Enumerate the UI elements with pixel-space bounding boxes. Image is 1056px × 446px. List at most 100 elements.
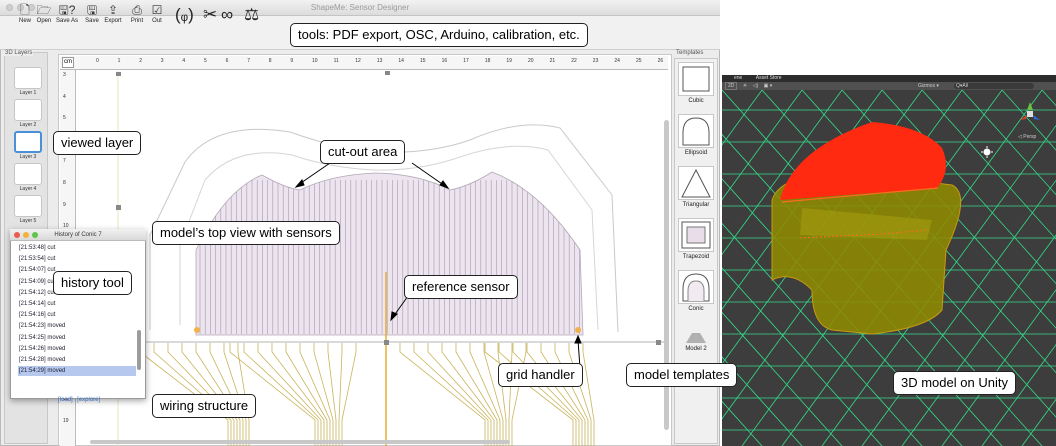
template-model-2[interactable] [684,330,708,349]
callout-model-templates: model templates [626,363,738,387]
template-label-conic: Conic [688,306,704,312]
template-conic[interactable] [678,270,714,304]
grid-handle-left-mid [116,205,121,210]
ruler-left-tick: 19 [63,417,69,424]
ruler-top-tick: 7 [247,58,250,64]
history-row[interactable]: [21:54:07] cut [19,267,56,274]
unity-tab-scene[interactable]: ene [734,75,743,81]
unit-button[interactable]: cm [62,57,74,68]
grid-line [961,90,1056,196]
save-button[interactable]: 🖫 Save [81,3,103,25]
export-button-label: Export [104,18,122,24]
history-row[interactable]: [21:53:48] cut [19,245,56,251]
history-zoom-icon[interactable] [32,232,38,238]
print-button[interactable]: ⎙ Print [126,3,148,25]
history-scrollbar[interactable] [137,330,141,370]
wire [167,343,235,446]
grid-handle-square [384,340,389,345]
ruler-top-tick: 6 [225,58,229,64]
history-load-link[interactable]: [load] [58,397,73,403]
history-window-title: History of Conic 7 [10,229,146,241]
unity-model-inner [800,208,932,240]
unity-lighting-toggle[interactable]: ☀ [742,83,748,89]
history-close-icon[interactable] [14,232,20,238]
new-button[interactable]: 🗋 New [14,3,36,25]
open-button-label: Open [36,18,52,24]
unity-tab-asset-store[interactable]: Asset Store [755,75,782,81]
template-label-model-2: Model 2 [685,346,707,352]
wire [299,343,331,446]
unity-effects-dropdown[interactable]: ▣ ▾ [763,83,773,89]
save-as-button[interactable]: 🖫? Save As [56,3,78,25]
layer-thumb-2[interactable] [14,99,42,121]
unity-persp-label: ◁ Persp [1018,134,1037,140]
layer-thumb-5[interactable] [14,195,42,217]
ruler-top-tick: 1 [117,58,121,64]
ruler-top-tick: 8 [268,58,272,64]
sensor-region [195,171,584,336]
grid-line [722,267,883,446]
wire [497,343,507,446]
out-icon: ☑ [151,3,163,17]
ellipsoid-shape-icon [682,117,710,146]
layer-label-1: Layer 1 [19,90,37,96]
layer-thumb-1[interactable] [14,67,42,89]
wire [582,343,595,446]
wire [338,343,343,446]
history-row[interactable]: [21:54:25] moved [19,334,66,341]
template-label-trapezoid: Trapezoid [682,254,710,260]
ruler-left-tick: 5 [63,115,66,122]
layer-label-2: Layer 2 [19,122,37,128]
layer-thumb-4[interactable] [14,163,42,185]
ruler-top-tick: 26 [657,58,664,64]
infinity-icon[interactable]: ∞ [221,5,234,24]
unity-2d-toggle[interactable]: 2D [725,82,738,90]
export-button[interactable]: ⇪ Export [102,3,124,25]
ruler-left-tick: 18 [63,396,69,402]
ruler-top-tick: 4 [182,58,186,64]
wire [483,343,504,446]
close-window-icon[interactable] [6,4,13,11]
history-explore-link[interactable]: [explore] [77,397,101,403]
unity-gizmos-dropdown[interactable]: Gizmos ▾ [918,83,939,89]
wire [237,343,250,446]
history-row[interactable]: [21:54:16] cut [19,312,56,319]
wireless-icon[interactable]: (ᵩ) [175,5,194,24]
history-row[interactable]: [21:54:26] moved [19,345,66,352]
scissors-icon[interactable]: ✂ [203,5,218,24]
history-minimize-icon[interactable] [23,232,29,238]
open-button[interactable]: 🗁 Open [33,3,55,25]
history-row[interactable]: [21:54:29] moved [18,366,136,377]
layer-thumb-3[interactable] [14,131,42,153]
history-row[interactable]: [21:54:23] moved [19,323,66,330]
history-row[interactable]: [21:54:09] cut [19,278,56,285]
wire [313,343,334,446]
unity-tabs: ene Asset Store [722,75,1056,82]
canvas-vertical-scrollbar[interactable] [664,120,669,430]
unity-scene-toolbar: 2D ☀ ◁) ▣ ▾ Gizmos ▾ Q▾All [722,82,1056,90]
zoom-window-icon[interactable] [28,4,35,11]
template-triangular[interactable] [678,166,714,200]
template-cubic[interactable] [678,62,714,96]
history-title-text: History of Conic 7 [54,232,102,238]
history-row[interactable]: [21:53:54] cut [19,256,56,263]
template-trapezoid[interactable] [678,218,714,252]
wire [484,343,574,446]
canvas-horizontal-scrollbar[interactable] [90,440,510,444]
save-as-button-label: Save As [56,18,79,24]
minimize-window-icon[interactable] [17,4,24,11]
out-button[interactable]: ☑ Out [146,3,168,25]
save-button-label: Save [85,18,99,24]
ruler-top-tick: 20 [528,58,534,64]
history-row[interactable]: [21:54:28] moved [19,357,66,363]
history-row[interactable]: [21:54:14] cut [19,301,56,307]
ruler-left-tick: 10 [63,223,69,230]
unity-audio-toggle[interactable]: ◁) [752,83,759,89]
history-row[interactable]: [21:54:12] cut [19,289,56,296]
balance-scale-icon[interactable]: ⚖ [244,5,260,24]
unity-search-field[interactable]: Q▾All [954,83,1034,89]
ruler-left-tick: 7 [63,158,66,165]
ruler-top-tick: 16 [441,58,448,64]
ruler-top-tick: 14 [398,58,404,64]
template-ellipsoid[interactable] [678,114,714,148]
